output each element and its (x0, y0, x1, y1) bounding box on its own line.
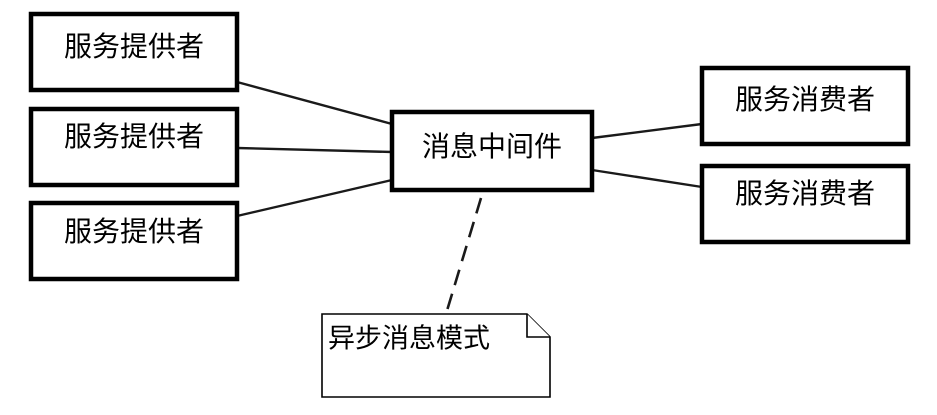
consumer-node-2: 服务消费者 (699, 163, 911, 245)
edge-provider-1-to-middleware (236, 80, 393, 126)
consumer-label: 服务消费者 (735, 83, 875, 116)
note-fold-corner (526, 314, 550, 338)
provider-node-3: 服务提供者 (28, 200, 240, 282)
provider-label: 服务提供者 (64, 215, 204, 248)
note-shape (321, 313, 551, 398)
edge-middleware-to-consumer-1 (591, 122, 703, 140)
note-label: 异步消息模式 (328, 324, 490, 355)
edge-provider-2-to-middleware (236, 146, 393, 154)
consumer-node-1: 服务消费者 (699, 65, 911, 147)
consumer-label: 服务消费者 (735, 177, 875, 210)
provider-label: 服务提供者 (64, 30, 204, 63)
middleware-label: 消息中间件 (422, 130, 562, 163)
edge-middleware-to-consumer-2 (591, 168, 703, 189)
note-anchor-dashed-line (444, 197, 483, 315)
provider-node-1: 服务提供者 (28, 11, 240, 93)
provider-label: 服务提供者 (64, 120, 204, 153)
edge-provider-3-to-middleware (236, 178, 393, 218)
middleware-node: 消息中间件 (389, 109, 595, 193)
provider-node-2: 服务提供者 (28, 106, 240, 188)
note-node: 异步消息模式 (321, 313, 551, 398)
